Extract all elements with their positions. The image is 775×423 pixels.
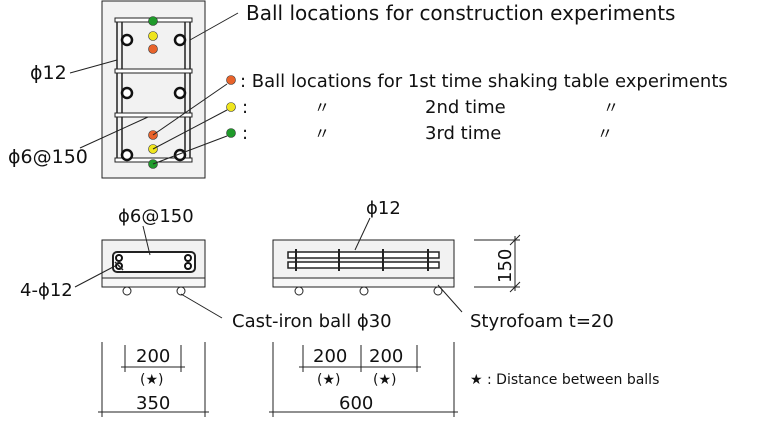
dim-200-left: 200 bbox=[136, 346, 170, 367]
leader-styrofoam bbox=[437, 284, 463, 313]
elevation-styrofoam bbox=[272, 277, 455, 288]
dim-200-right-b: 200 bbox=[369, 346, 403, 367]
elevation-panel bbox=[272, 239, 455, 279]
legend-2nd-ditto-right: 〃 bbox=[603, 98, 619, 117]
leader-phi12 bbox=[69, 59, 118, 74]
elevation-top-bar bbox=[287, 251, 440, 259]
elevation-ball bbox=[433, 286, 443, 296]
leader-stirrup bbox=[79, 116, 149, 149]
dim-star-right-b: (★) bbox=[373, 372, 396, 388]
section-ball bbox=[122, 286, 132, 296]
height-dimension bbox=[474, 234, 521, 293]
leader-phi12-long bbox=[354, 217, 371, 251]
legend-3rd-colon: : bbox=[242, 123, 248, 144]
legend-2nd-time: 2nd time bbox=[425, 97, 506, 118]
elevation-ball bbox=[294, 286, 304, 296]
legend-1st-text: : Ball locations for 1st time shaking ta… bbox=[240, 71, 728, 92]
label-star-note: ★ : Distance between balls bbox=[470, 372, 659, 388]
legend-3rd-ditto-right: 〃 bbox=[597, 124, 613, 143]
leader-cast-iron bbox=[180, 293, 223, 319]
section-stirrup bbox=[112, 251, 196, 273]
side-elevation bbox=[272, 217, 463, 313]
legend-2nd-colon: : bbox=[242, 97, 248, 118]
dim-star-right-a: (★) bbox=[317, 372, 340, 388]
elevation-bottom-bar bbox=[287, 261, 440, 269]
leader-3rd bbox=[152, 135, 228, 165]
leader-stirrup-small bbox=[142, 225, 151, 256]
dim-600: 600 bbox=[339, 393, 373, 414]
leader-rebar-count bbox=[74, 265, 116, 288]
plan-view bbox=[69, 0, 239, 179]
label-phi12-left: ϕ12 bbox=[30, 62, 67, 84]
leader-construction bbox=[189, 12, 239, 41]
label-stirrup-small: ϕ6@150 bbox=[118, 206, 194, 227]
legend-2nd-ditto: 〃 bbox=[314, 98, 330, 117]
dim-200-right-a: 200 bbox=[313, 346, 347, 367]
legend-3rd-time: 3rd time bbox=[425, 123, 501, 144]
section-styrofoam bbox=[101, 277, 206, 288]
legend-orange-dot bbox=[226, 75, 236, 85]
legend-yellow-dot bbox=[226, 102, 236, 112]
section-bar bbox=[184, 254, 192, 262]
leader-1st bbox=[152, 83, 228, 136]
section-ball bbox=[176, 286, 186, 296]
label-styrofoam: Styrofoam t=20 bbox=[470, 311, 614, 332]
dims-right bbox=[269, 342, 458, 417]
label-construction: Ball locations for construction experime… bbox=[246, 1, 675, 25]
elevation-ball bbox=[359, 286, 369, 296]
dim-star-left: (★) bbox=[140, 372, 163, 388]
label-cast-iron: Cast-iron ball ϕ30 bbox=[232, 311, 392, 332]
label-phi12-long: ϕ12 bbox=[366, 198, 401, 219]
legend-3rd-ditto: 〃 bbox=[314, 124, 330, 143]
legend-green-dot bbox=[226, 128, 236, 138]
label-rebar-count: 4-ϕ12 bbox=[20, 280, 73, 301]
leader-2nd bbox=[152, 109, 228, 150]
section-bar bbox=[184, 262, 192, 270]
construction-ball-markers bbox=[120, 33, 187, 162]
shaking-ball-markers bbox=[148, 16, 158, 169]
section-bar bbox=[115, 254, 123, 262]
legend: : Ball locations for 1st time shaking ta… bbox=[226, 71, 728, 144]
dim-350: 350 bbox=[136, 393, 170, 414]
label-height-150: 150 bbox=[495, 249, 516, 283]
label-stirrup-left: ϕ6@150 bbox=[8, 146, 88, 168]
cross-section bbox=[74, 225, 223, 319]
dims-left bbox=[98, 342, 209, 417]
